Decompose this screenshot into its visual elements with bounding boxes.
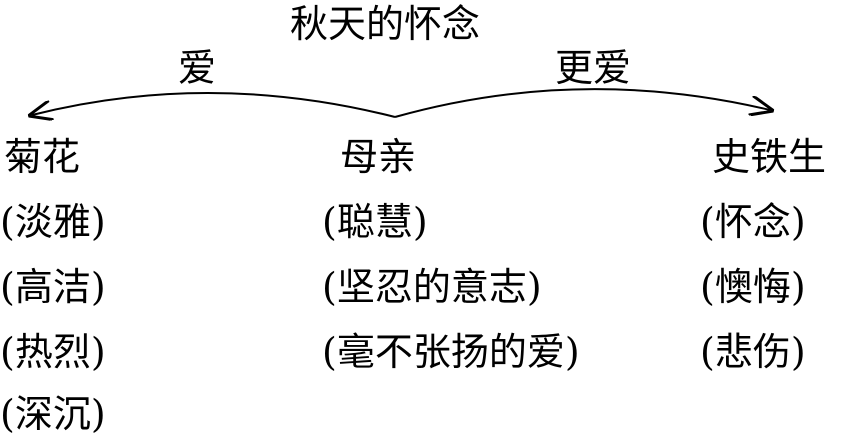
list-item: (高洁) [0,265,106,309]
left-arrow [32,92,396,117]
list-item: (懊悔) [700,265,806,309]
column-heading-mother: 母亲 [340,135,417,179]
list-item: (深沉) [0,392,106,436]
list-item: (淡雅) [0,200,106,244]
list-item: (坚忍的意志) [322,265,542,309]
column-heading-shi-tiesheng: 史铁生 [712,135,827,179]
column-heading-chrysanthemum: 菊花 [4,135,81,179]
list-item: (悲伤) [700,330,806,374]
list-item: (聪慧) [322,200,428,244]
list-item: (怀念) [700,200,806,244]
list-item: (热烈) [0,330,106,374]
title: 秋天的怀念 [290,2,481,46]
list-item: (毫不张扬的爱) [322,330,580,374]
right-arrow-label: 更爱 [555,46,632,90]
left-arrow-label: 爱 [178,46,217,90]
right-arrow [394,88,770,118]
